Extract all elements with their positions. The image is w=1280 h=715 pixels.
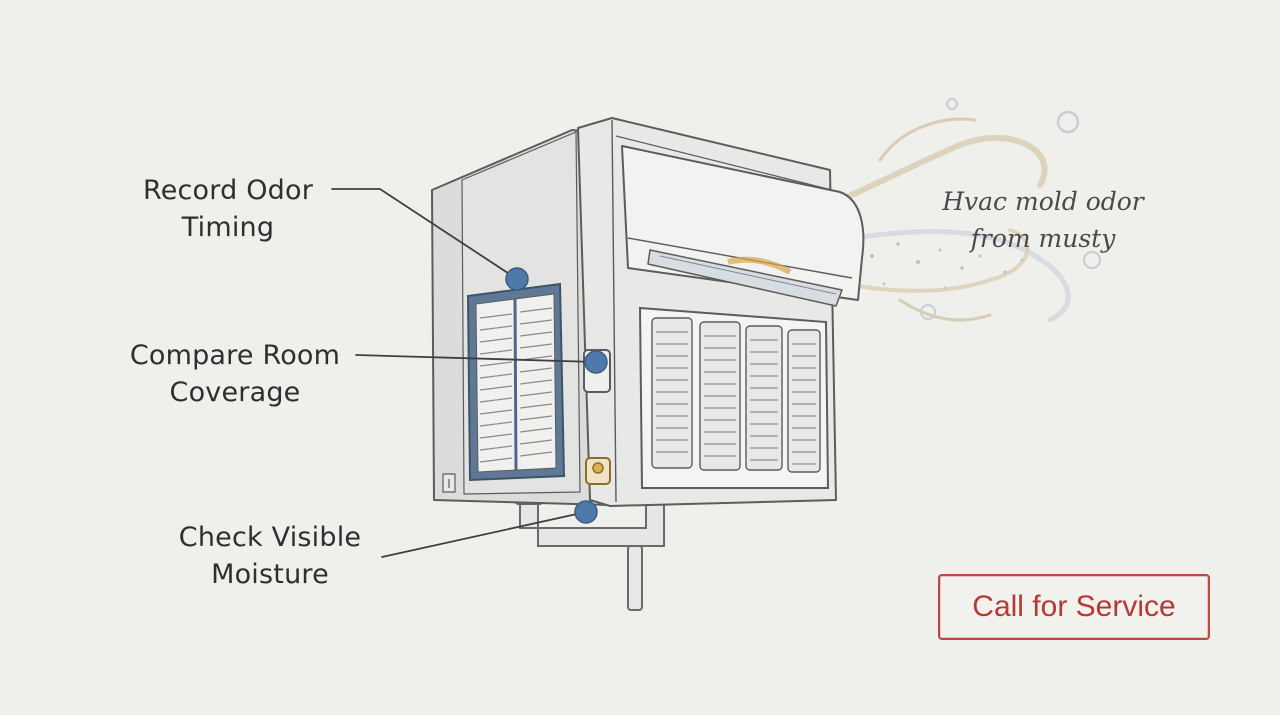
leader-record-odor <box>331 188 518 280</box>
callout-compare-room-coverage: Compare Room Coverage <box>100 337 370 411</box>
callout-record-odor-timing: Record Odor Timing <box>118 172 338 246</box>
callout-leader-lines <box>331 188 597 558</box>
callout-check-visible-moisture: Check Visible Moisture <box>150 519 390 593</box>
odor-caption: Hvac mold odor from musty <box>928 183 1158 257</box>
leader-check-moisture <box>381 511 587 558</box>
odor-caption-line: from musty <box>970 224 1116 253</box>
callout-line: Compare Room <box>129 340 341 371</box>
front-intake-grille <box>638 306 830 489</box>
hotspot-record-odor[interactable] <box>505 267 529 291</box>
side-filter-grille <box>466 282 566 482</box>
callout-line: Timing <box>181 212 275 243</box>
callout-line: Coverage <box>169 377 301 408</box>
hotspot-check-moisture[interactable] <box>574 500 598 524</box>
hotspots <box>505 267 608 524</box>
hotspot-compare-room[interactable] <box>584 350 608 374</box>
brass-valve <box>585 457 611 485</box>
call-for-service-button[interactable]: Call for Service <box>938 574 1210 640</box>
callout-line: Check Visible <box>178 522 362 553</box>
leader-compare-room <box>355 354 597 363</box>
callout-line: Moisture <box>211 559 329 590</box>
odor-caption-line: Hvac mold odor <box>942 187 1144 216</box>
callout-line: Record Odor <box>142 175 314 206</box>
indoor-split-unit <box>621 145 865 307</box>
